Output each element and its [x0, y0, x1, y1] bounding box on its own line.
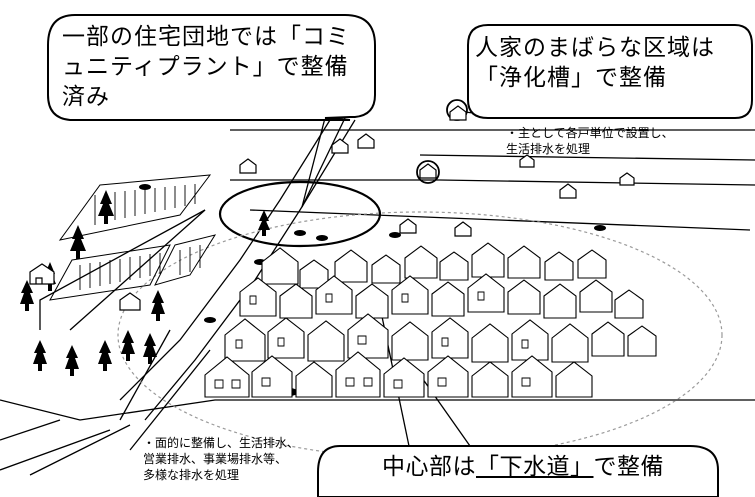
house-windows — [214, 291, 531, 389]
community-plant-line-3: 済み — [62, 84, 110, 110]
town-houses — [204, 242, 657, 398]
scattered-houses — [29, 105, 635, 311]
sewerage-text-before: 中心部は — [382, 454, 476, 480]
sewer-note-line-2: 営業排水、事業場排水等、 — [143, 452, 288, 466]
community-plant-line-2: ュニティプラント」で整備 — [62, 54, 349, 80]
sewerage-text-after: で整備 — [593, 454, 664, 480]
road-lines — [0, 119, 755, 476]
sewer-note-line-1: ・面的に整備し、生活排水、 — [143, 436, 300, 450]
sewerage-term: 「下水道」 — [476, 454, 594, 480]
septic-tank-line-1: 人家のまばらな区域は — [475, 35, 715, 61]
septic-note: ・主として各戸単位で設置し、 生活排水を処理 — [506, 125, 746, 157]
septic-note-line-2: 生活排水を処理 — [506, 142, 591, 156]
community-plant-ellipse — [218, 180, 382, 248]
community-plant-callout: 一部の住宅団地では「コミ ュニティプラント」で整備 済み — [62, 22, 362, 112]
sewerage-callout: 中心部は「下水道」で整備 — [382, 452, 682, 482]
callout-bubbles — [47, 14, 753, 497]
septic-tank-line-2: 「浄化槽」で整備 — [475, 65, 667, 91]
septic-circle-1 — [416, 160, 440, 184]
sewer-note: ・面的に整備し、生活排水、 営業排水、事業場排水等、 多様な排水を処理 — [143, 435, 363, 483]
septic-tank-bubble — [467, 24, 753, 119]
sewerage-bubble — [317, 445, 719, 497]
community-plant-line-1: 一部の住宅団地では「コミ — [62, 24, 350, 50]
septic-note-line-1: ・主として各戸単位で設置し、 — [506, 126, 674, 140]
community-plant-bubble — [47, 14, 376, 121]
sewer-note-line-3: 多様な排水を処理 — [143, 468, 240, 482]
septic-tank-callout: 人家のまばらな区域は 「浄化槽」で整備 — [475, 33, 745, 93]
